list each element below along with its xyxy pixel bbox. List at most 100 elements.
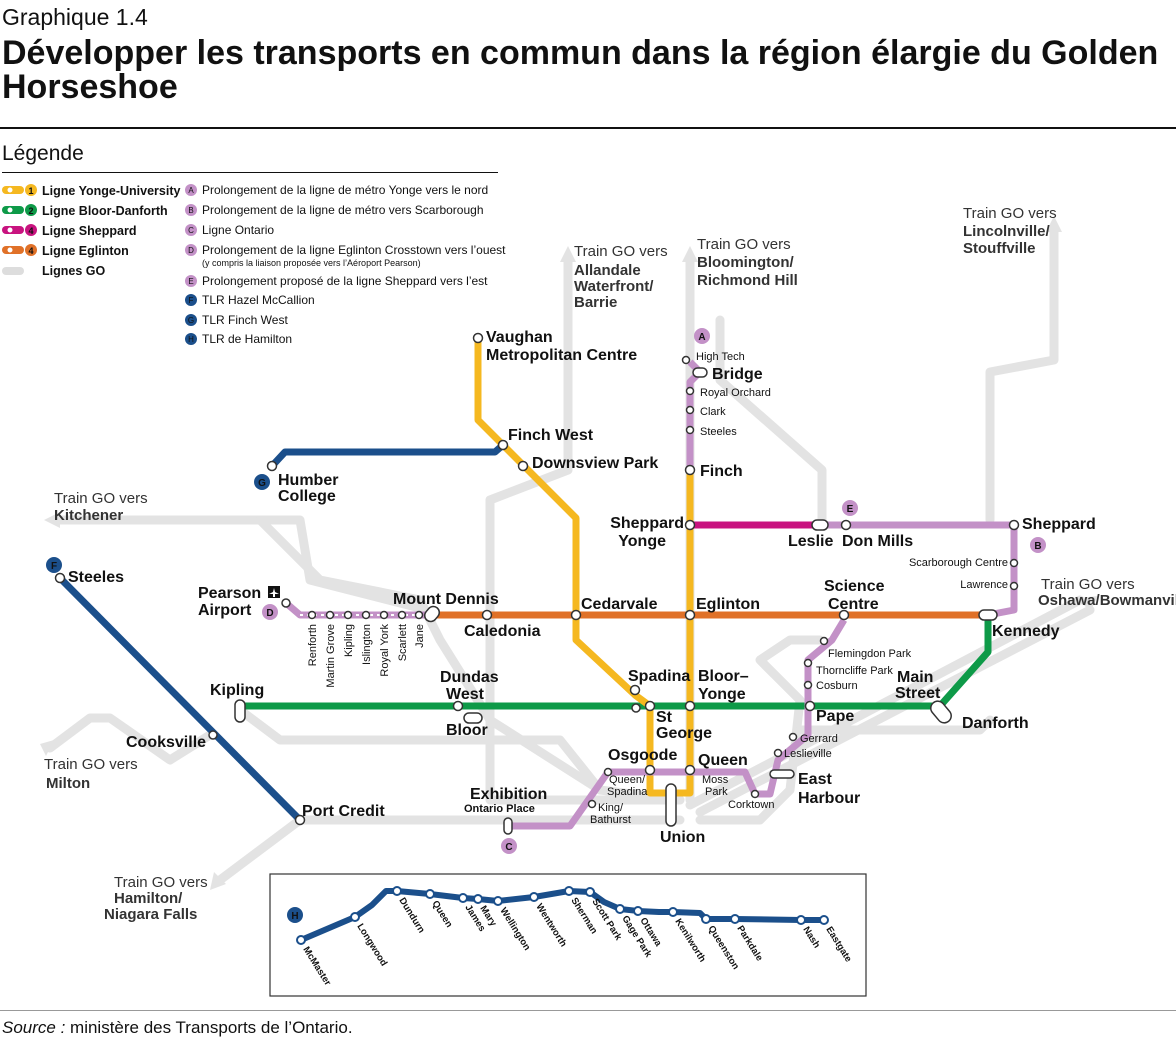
station-main-street-2: Street	[895, 685, 941, 702]
go-barrie-l3: Waterfront/	[574, 278, 654, 295]
station-main-street: Main	[897, 669, 933, 686]
badge-a: A	[694, 328, 710, 344]
svg-text:Ligne Bloor-Danforth: Ligne Bloor-Danforth	[42, 204, 168, 218]
svg-text:E: E	[188, 277, 193, 286]
page-title: Développer les transports en commun dans…	[2, 34, 1159, 106]
hamilton-stop-dot	[529, 892, 539, 902]
station-dundas-west-2: West	[446, 686, 485, 703]
station-cooksville: Cooksville	[126, 734, 206, 751]
go-arrows	[40, 216, 1098, 890]
station-st-george: St	[656, 709, 673, 726]
station-labels: Vaughan Metropolitan Centre Finch West D…	[68, 329, 1096, 846]
station-moss-park-2: Park	[705, 786, 728, 798]
figure-label: Graphique 1.4	[2, 4, 148, 30]
station-danforth: Danforth	[962, 715, 1029, 732]
hamilton-stop-dot	[458, 893, 468, 903]
legend-divider	[2, 172, 498, 173]
station-sheppard-yonge: Sheppard	[610, 515, 684, 532]
station-bridge: Bridge	[712, 366, 763, 383]
badge-e: E	[842, 500, 858, 516]
station-moss-park: Moss	[702, 774, 729, 786]
station-st-george-2: George	[656, 725, 712, 742]
station-queen-spadina-2: Spadina	[607, 786, 648, 798]
svg-text:1: 1	[28, 186, 33, 196]
station-finch-west: Finch West	[508, 427, 594, 444]
station-kipling: Kipling	[210, 682, 264, 699]
go-oshawa-l2: Oshawa/Bowmanville	[1038, 592, 1176, 609]
line-1-yonge-university	[474, 338, 694, 797]
hamilton-stop-dot	[392, 886, 402, 896]
legend-line-yonge: 1 Ligne Yonge-University	[2, 184, 181, 198]
svg-text:Prolongement de la ligne de mé: Prolongement de la ligne de métro vers S…	[202, 203, 484, 217]
legend-line-go: Lignes GO	[2, 264, 105, 278]
svg-text:Ligne Eglinton: Ligne Eglinton	[42, 244, 129, 258]
station-corktown: Corktown	[728, 799, 774, 811]
svg-text:2: 2	[28, 206, 33, 216]
station-cedarvale: Cedarvale	[581, 596, 658, 613]
go-destination-labels: Train GO vers Allandale Waterfront/ Barr…	[44, 205, 1176, 923]
svg-text:B: B	[188, 206, 193, 215]
svg-text:C: C	[188, 226, 194, 235]
source-text: ministère des Transports de l’Ontario.	[65, 1018, 353, 1037]
legend-line-eglinton: 4 Ligne Eglinton	[2, 244, 129, 258]
svg-text:E: E	[847, 504, 854, 515]
station-pape: Pape	[816, 708, 854, 725]
station-downsview: Downsview Park	[532, 455, 658, 472]
station-king-bathurst-2: Bathurst	[590, 814, 631, 826]
go-oshawa-l1: Train GO vers	[1041, 576, 1135, 593]
legend-project-g: G TLR Finch West	[185, 313, 288, 327]
station-science-centre-2: Centre	[828, 596, 879, 613]
station-cosburn: Cosburn	[816, 680, 858, 692]
station-bloor-yonge-2: Yonge	[698, 686, 746, 703]
hamilton-stop-dot	[796, 915, 806, 925]
legend-project-b: B Prolongement de la ligne de métro vers …	[185, 203, 484, 217]
go-richmond-l1: Train GO vers	[697, 236, 791, 253]
svg-text:A: A	[188, 186, 194, 195]
hamilton-stop-dot	[615, 904, 625, 914]
svg-text:TLR Finch West: TLR Finch West	[202, 313, 288, 327]
station-vaughan-2: Metropolitan Centre	[486, 347, 637, 364]
svg-text:A: A	[698, 332, 705, 343]
legend-line-sheppard: 4 Ligne Sheppard	[2, 224, 136, 238]
hamilton-stop-dot	[633, 906, 643, 916]
station-islington: Islington	[361, 624, 373, 665]
station-pearson-2: Airport	[198, 602, 252, 619]
svg-text:F: F	[189, 296, 194, 305]
svg-text:G: G	[258, 478, 266, 489]
station-finch: Finch	[700, 463, 743, 480]
svg-text:F: F	[51, 561, 57, 572]
station-steeles-a: Steeles	[700, 426, 737, 438]
svg-text:G: G	[188, 316, 194, 325]
hamilton-stop-dot	[350, 912, 360, 922]
go-barrie-l4: Barrie	[574, 294, 617, 311]
station-clark: Clark	[700, 406, 726, 418]
svg-text:Prolongement de la ligne de mé: Prolongement de la ligne de métro Yonge …	[202, 183, 488, 197]
line-2-bloor-danforth	[240, 616, 992, 710]
station-bloor-yonge: Bloor–	[698, 668, 749, 685]
go-hamilton-l3: Niagara Falls	[104, 906, 197, 923]
title-divider	[0, 127, 1176, 129]
hamilton-stop-dot	[493, 896, 503, 906]
station-steeles-f: Steeles	[68, 569, 124, 586]
station-sheppard-yonge-2: Yonge	[618, 533, 666, 550]
station-eglinton: Eglinton	[696, 596, 760, 613]
hamilton-stop-dot	[425, 889, 435, 899]
svg-text:Lignes GO: Lignes GO	[42, 264, 105, 278]
station-sheppard-east: Sheppard	[1022, 516, 1096, 533]
station-queen: Queen	[698, 752, 748, 769]
hamilton-stop-dot	[564, 886, 574, 896]
go-richmond-l2: Bloomington/	[697, 254, 794, 271]
badge-c: C	[501, 838, 517, 854]
station-union: Union	[660, 829, 705, 846]
go-stouffville-l1: Train GO vers	[963, 205, 1057, 222]
svg-text:Ligne Ontario: Ligne Ontario	[202, 223, 274, 237]
go-hamilton-l2: Hamilton/	[114, 890, 183, 907]
svg-text:D: D	[266, 608, 273, 619]
lrt-lines	[57, 442, 506, 823]
station-east-harbour: East	[798, 771, 832, 788]
hamilton-stop-dot	[730, 914, 740, 924]
